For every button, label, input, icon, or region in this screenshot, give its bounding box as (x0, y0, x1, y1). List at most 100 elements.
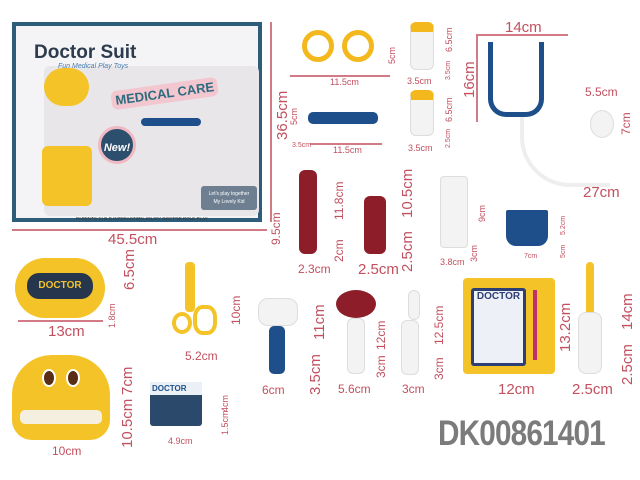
scissors (185, 262, 195, 312)
box-dog (44, 68, 89, 106)
head-mirror-depth: 3cm (374, 355, 388, 378)
otoscope-handle (269, 326, 285, 374)
card-depth: 1.5cm (220, 410, 230, 435)
otoscope-width: 6cm (262, 383, 285, 397)
teeth-depth: 10.5cm (119, 398, 136, 448)
depressor-depth: 2cm (332, 239, 346, 262)
chest-width: 5.5cm (585, 85, 618, 99)
dimension-line (290, 75, 390, 77)
clipboard-width: 12cm (498, 381, 535, 398)
doctor-id-card: DOCTOR (150, 382, 202, 426)
red-bottle-height: 10.5cm (399, 168, 416, 218)
syringe-height: 5cm (289, 107, 299, 125)
box-depth-label: 9.5cm (269, 212, 283, 245)
box-title: Doctor Suit (34, 42, 137, 63)
dimension-line (478, 34, 568, 36)
id-card-label: DOCTOR (150, 382, 202, 395)
otoscope-depth: 3.5cm (307, 354, 324, 395)
syringe (308, 112, 378, 124)
chest-piece (590, 110, 614, 138)
probe-height: 14cm (619, 293, 636, 330)
otoscope (258, 298, 298, 326)
box-height-label: 36.5cm (274, 90, 291, 140)
card-width: 4.9cm (168, 436, 193, 446)
toy-box: Doctor Suit Fun Medical Play Toys MEDICA… (12, 22, 262, 222)
eye-mask: DOCTOR (15, 258, 105, 318)
probe-depth: 2.5cm (619, 344, 636, 385)
dental-mirror-height: 12.5cm (432, 305, 446, 345)
clipboard-height: 13.2cm (557, 302, 574, 352)
dental-mirror (401, 320, 419, 375)
probe-handle (578, 312, 602, 374)
clipboard-label: DOCTOR (474, 291, 523, 363)
head-mirror-height: 12cm (374, 320, 388, 350)
eye-mask-label: DOCTOR (27, 273, 93, 299)
dimension-line (476, 34, 478, 122)
play-line2: My Lovely Kid (213, 199, 245, 205)
otoscope-height: 11cm (311, 304, 328, 340)
play-line1: Let's play together (208, 191, 250, 197)
stethoscope-tube (520, 117, 610, 187)
glasses (292, 30, 380, 64)
dental-probe (586, 262, 594, 322)
cream-tube (440, 176, 468, 248)
scissors-width: 5.2cm (185, 349, 218, 363)
depressor-width: 2.3cm (298, 262, 331, 276)
tube-width: 3.8cm (440, 257, 465, 267)
clipboard: DOCTOR (463, 278, 555, 374)
box-syringe (141, 118, 201, 126)
dimension-line (18, 320, 103, 322)
mask-height: 6.5cm (121, 249, 138, 290)
probe-width: 2.5cm (572, 381, 613, 398)
stethoscope-width: 14cm (505, 19, 542, 36)
scissors-height: 10cm (229, 295, 243, 325)
bottle1-height: 6.5cm (444, 27, 454, 52)
teeth-height: 7cm (119, 366, 136, 395)
tongue-depressor (299, 170, 317, 254)
chest-height: 7cm (619, 112, 633, 135)
red-bottle-width: 2.5cm (358, 261, 399, 278)
box-width-label: 45.5cm (108, 231, 158, 248)
scissors-handle (172, 312, 192, 334)
product-code: DK00861401 (438, 414, 606, 453)
dimension-line (310, 143, 382, 145)
tube-height: 9cm (477, 204, 487, 222)
stethoscope (488, 42, 544, 117)
tube-length: 27cm (583, 184, 620, 201)
red-bottle-depth: 2.5cm (399, 231, 416, 272)
dental-mirror-head (408, 290, 420, 320)
box-subtitle: Fun Medical Play Toys (58, 63, 129, 70)
new-badge: New! (98, 126, 136, 164)
dental-mirror-width: 3cm (402, 382, 425, 396)
dim-line (12, 229, 267, 231)
cup-depth: 5cm (560, 244, 567, 258)
syringe-width: 11.5cm (333, 145, 362, 155)
bottle1-width: 3.5cm (407, 76, 432, 86)
bottle2-width: 3.5cm (408, 143, 433, 153)
depressor-height: 11.8cm (332, 181, 346, 220)
teeth-model (12, 355, 110, 440)
box-tagline: PARENTS-CHILD INTERACTION, ENJOY DOCTOR … (76, 216, 208, 221)
syringe-depth: 3.5cm (292, 142, 312, 149)
dim-line (270, 22, 272, 222)
medicine-bottle (410, 90, 434, 136)
mask-depth: 1.8cm (107, 303, 117, 328)
medicine-bottle (410, 22, 434, 70)
glasses-height: 5cm (387, 46, 397, 64)
play-panel: Let's play together My Lovely Kid (201, 186, 257, 210)
bottle2-height: 6.5cm (444, 97, 454, 122)
dental-mirror-depth: 3cm (432, 357, 446, 380)
box-clipboard (42, 146, 92, 206)
cup-width: 7cm (524, 253, 538, 260)
scissors-handle (193, 305, 217, 335)
mask-width: 13cm (48, 323, 85, 340)
cup (506, 210, 548, 246)
bottle1-depth: 3.5cm (445, 60, 452, 80)
teeth-width: 10cm (52, 444, 82, 458)
bottle2-depth: 2.5cm (445, 128, 452, 148)
cup-height: 5.2cm (560, 215, 567, 235)
red-bottle (364, 196, 386, 254)
tube-depth: 3cm (469, 244, 479, 262)
head-mirror (336, 290, 376, 318)
head-mirror-handle (347, 318, 365, 374)
